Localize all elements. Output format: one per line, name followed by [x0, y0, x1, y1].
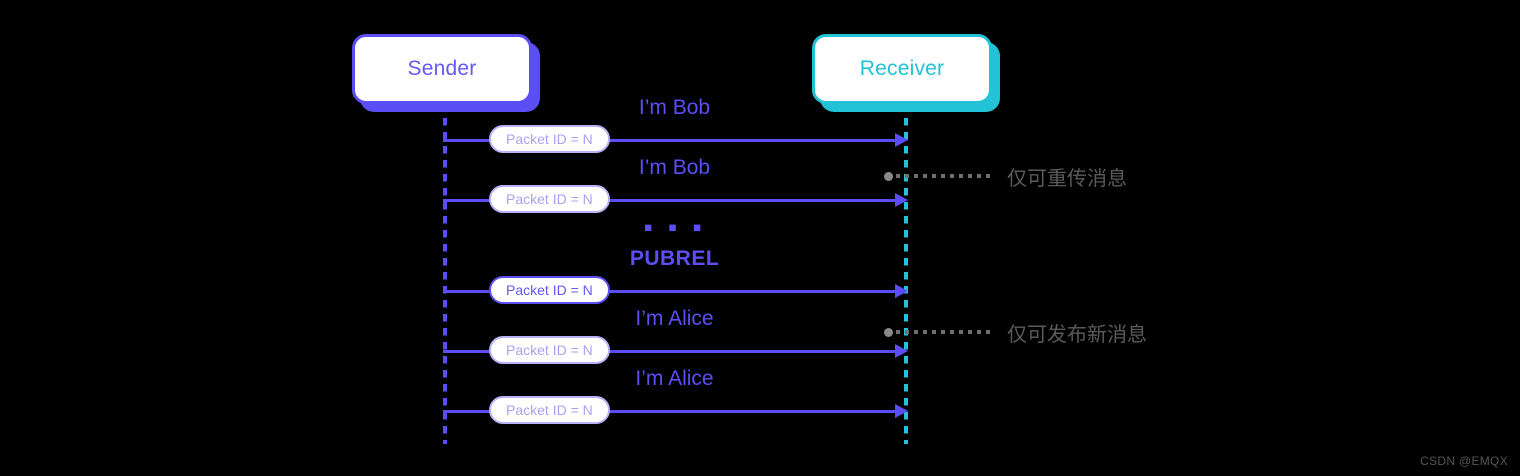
message-arrow-line: [443, 139, 904, 142]
receiver-lifeline: [904, 104, 908, 444]
annotation-dot-icon: [884, 327, 893, 337]
annotation: 仅可发布新消息: [884, 320, 1147, 346]
packet-id-pill: Packet ID = N: [489, 125, 610, 153]
annotation-dot-icon: [884, 171, 893, 181]
actor-receiver-label: Receiver: [859, 57, 945, 80]
message-arrow-line: [443, 410, 904, 413]
message-label: I’m Alice: [635, 307, 714, 330]
sender-lifeline: [443, 104, 447, 444]
message-arrow-line: [443, 350, 904, 353]
message-label: I’m Bob: [638, 156, 711, 179]
arrowhead-icon: [895, 284, 908, 298]
message-arrow-line: [443, 290, 904, 293]
message-label: PUBREL: [629, 247, 720, 270]
annotation-dotted-line: [896, 174, 991, 178]
annotation-text: 仅可发布新消息: [1007, 323, 1147, 346]
annotation: 仅可重传消息: [884, 164, 1127, 190]
annotation-dotted-line: [896, 330, 991, 334]
annotation-text: 仅可重传消息: [1007, 167, 1127, 190]
message-arrow-line: [443, 199, 904, 202]
arrowhead-icon: [895, 193, 908, 207]
watermark: CSDN @EMQX: [1420, 454, 1508, 468]
packet-id-pill: Packet ID = N: [489, 276, 610, 304]
actor-receiver[interactable]: Receiver: [812, 34, 992, 104]
actor-sender[interactable]: Sender: [352, 34, 532, 104]
packet-id-pill: Packet ID = N: [489, 185, 610, 213]
actor-sender-label: Sender: [407, 57, 477, 80]
arrowhead-icon: [895, 133, 908, 147]
packet-id-pill: Packet ID = N: [489, 396, 610, 424]
message-label: I’m Bob: [638, 96, 711, 119]
message-label: I’m Alice: [635, 367, 714, 390]
packet-id-pill: Packet ID = N: [489, 336, 610, 364]
arrowhead-icon: [895, 344, 908, 358]
ellipsis-indicator: ▪ ▪ ▪: [643, 212, 706, 242]
arrowhead-icon: [895, 404, 908, 418]
